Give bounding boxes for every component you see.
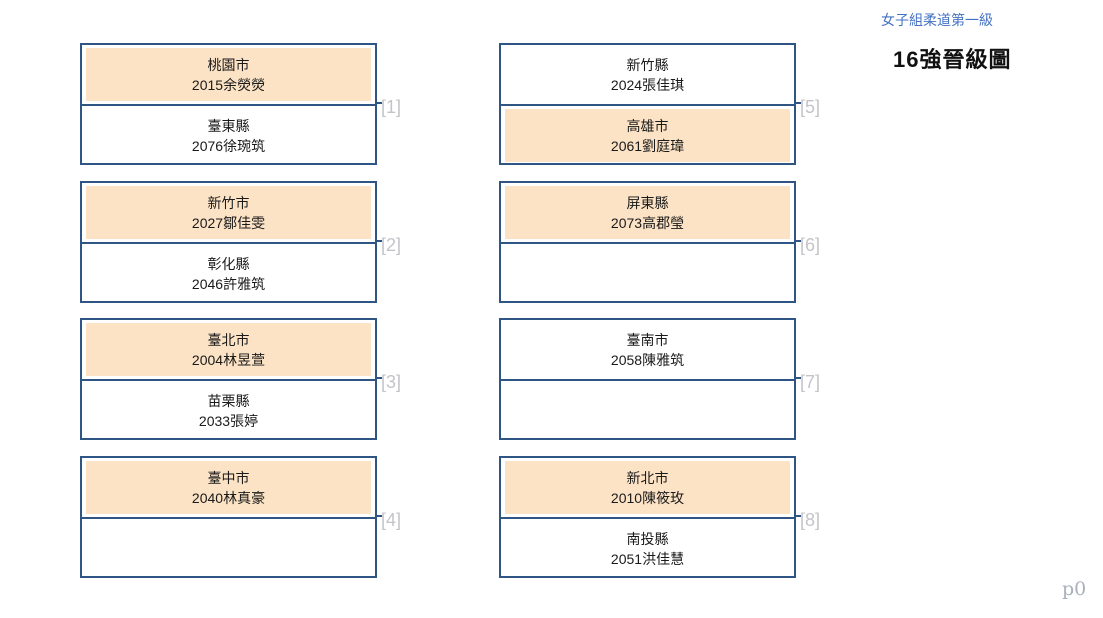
competitor-entry: 2033張婷 — [198, 412, 259, 429]
divider-tick — [375, 240, 382, 242]
match-7-bottom-slot — [501, 381, 794, 440]
match-box-6: 屏東縣 2073高郡瑩 [6] — [499, 181, 820, 303]
match-6-bottom-slot — [501, 244, 794, 303]
match-5-bottom-slot: 高雄市 2061劉庭瑋 — [501, 106, 794, 165]
competitor-city: 臺東縣 — [207, 117, 250, 134]
match-box-1: 桃園市 2015余熒熒 臺東縣 2076徐琬筑 [1] — [80, 43, 401, 165]
divider-tick — [794, 515, 801, 517]
competitor-entry: 2046許雅筑 — [191, 275, 266, 292]
competitor-city: 新竹縣 — [626, 56, 669, 73]
competitor-entry: 2058陳雅筑 — [610, 351, 685, 368]
match-number-label: [6] — [800, 235, 821, 255]
competitor-entry: 2027鄒佳雯 — [191, 214, 266, 231]
competitor-entry: 2076徐琬筑 — [191, 137, 266, 154]
match-number-label: [3] — [381, 372, 402, 392]
match-box-7: 臺南市 2058陳雅筑 [7] — [499, 318, 820, 440]
divider-tick — [794, 102, 801, 104]
match-number-label: [7] — [800, 372, 821, 392]
category-link[interactable]: 女子組柔道第一級 — [881, 12, 993, 28]
competitor-entry: 2073高郡瑩 — [610, 214, 685, 231]
match-box-2: 新竹市 2027鄒佳雯 彰化縣 2046許雅筑 [2] — [80, 181, 401, 303]
competitor-city: 臺中市 — [207, 469, 250, 486]
match-2-top-slot: 新竹市 2027鄒佳雯 — [82, 183, 375, 244]
page-title: 16強晉級圖 — [893, 47, 1012, 72]
divider-tick — [375, 515, 382, 517]
match-1-bottom-slot: 臺東縣 2076徐琬筑 — [82, 106, 375, 165]
match-box-8: 新北市 2010陳筱玫 南投縣 2051洪佳慧 [8] — [499, 456, 820, 578]
match-8-top-slot: 新北市 2010陳筱玫 — [501, 458, 794, 519]
competitor-entry: 2024張佳琪 — [610, 76, 685, 93]
divider-tick — [375, 102, 382, 104]
match-4-top-slot: 臺中市 2040林真豪 — [82, 458, 375, 519]
match-8-bottom-slot: 南投縣 2051洪佳慧 — [501, 519, 794, 578]
match-box-3: 臺北市 2004林昱萱 苗栗縣 2033張婷 [3] — [80, 318, 401, 440]
match-1-top-slot: 桃園市 2015余熒熒 — [82, 45, 375, 106]
competitor-entry: 2061劉庭瑋 — [610, 137, 685, 154]
competitor-city: 彰化縣 — [207, 255, 250, 272]
competitor-entry: 2015余熒熒 — [191, 76, 266, 93]
match-6-top-slot: 屏東縣 2073高郡瑩 — [501, 183, 794, 244]
competitor-entry: 2004林昱萱 — [191, 351, 266, 368]
match-box-4: 臺中市 2040林真豪 [4] — [80, 456, 401, 578]
competitor-city: 臺南市 — [626, 331, 669, 348]
divider-tick — [375, 377, 382, 379]
competitor-entry: 2051洪佳慧 — [610, 550, 685, 567]
match-4-bottom-slot — [82, 519, 375, 578]
match-3-bottom-slot: 苗栗縣 2033張婷 — [82, 381, 375, 440]
match-5-top-slot: 新竹縣 2024張佳琪 — [501, 45, 794, 106]
competitor-city: 南投縣 — [626, 530, 669, 547]
competitor-city: 桃園市 — [207, 56, 250, 73]
competitor-city: 屏東縣 — [626, 194, 669, 211]
competitor-city: 新竹市 — [207, 194, 250, 211]
match-number-label: [1] — [381, 97, 402, 117]
match-3-top-slot: 臺北市 2004林昱萱 — [82, 320, 375, 381]
competitor-city: 新北市 — [626, 469, 669, 486]
match-2-bottom-slot: 彰化縣 2046許雅筑 — [82, 244, 375, 303]
match-number-label: [2] — [381, 235, 402, 255]
match-number-label: [4] — [381, 510, 402, 530]
match-number-label: [5] — [800, 97, 821, 117]
competitor-entry: 2010陳筱玫 — [610, 489, 685, 506]
match-number-label: [8] — [800, 510, 821, 530]
competitor-entry: 2040林真豪 — [191, 489, 266, 506]
match-7-top-slot: 臺南市 2058陳雅筑 — [501, 320, 794, 381]
divider-tick — [794, 377, 801, 379]
match-box-5: 新竹縣 2024張佳琪 高雄市 2061劉庭瑋 [5] — [499, 43, 820, 165]
competitor-city: 苗栗縣 — [207, 392, 250, 409]
page-marker: p0 — [1062, 578, 1087, 600]
competitor-city: 高雄市 — [626, 117, 669, 134]
divider-tick — [794, 240, 801, 242]
competitor-city: 臺北市 — [207, 331, 250, 348]
